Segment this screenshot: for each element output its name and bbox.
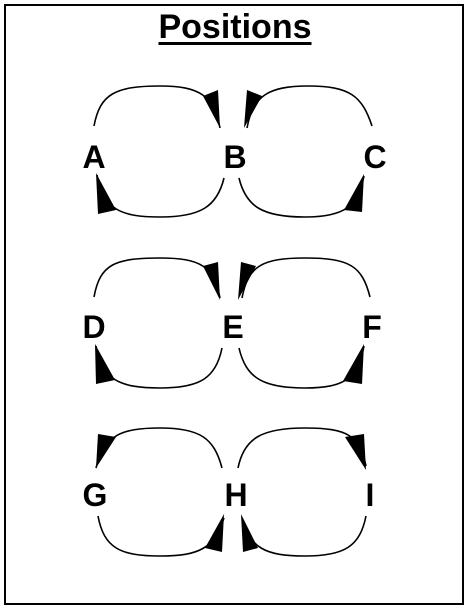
arrowhead-h-i-bottom (241, 514, 258, 552)
loop-a-b-bottom (96, 174, 225, 218)
arrowhead-g-h-bottom (205, 514, 224, 552)
position-label: I (366, 477, 375, 513)
position-label: D (82, 309, 105, 345)
position-label: C (363, 139, 386, 175)
arrowhead-a-b-top (203, 90, 220, 128)
loop-h-i-bottom (241, 515, 367, 557)
row-3: G H I (83, 427, 375, 557)
loop-b-c-bottom (238, 175, 365, 218)
arrowhead-d-bottom (95, 344, 115, 384)
loop-h-i-top (237, 427, 367, 469)
arrowhead-f-bottom (343, 344, 364, 384)
position-label: F (362, 309, 382, 345)
row-2: D E F (82, 257, 382, 389)
loop-b-c-top (246, 85, 373, 129)
arrowhead-c-bottom (344, 174, 364, 212)
arrowhead-b-c-top (244, 90, 262, 128)
arrowhead-i-top (345, 434, 366, 470)
position-label: B (223, 139, 246, 175)
diagram-frame (4, 4, 464, 605)
arrowhead-g-top (96, 434, 116, 468)
position-label: G (83, 477, 108, 513)
arrowhead-d-e-top (203, 262, 220, 300)
loop-d-e-top (93, 257, 221, 299)
row-1: A B C (82, 85, 387, 218)
page-title: Positions (158, 8, 312, 46)
loop-g-h-top (95, 427, 223, 469)
position-label: H (224, 477, 247, 513)
loop-a-b-top (93, 85, 221, 129)
loop-e-f-bottom (238, 345, 365, 389)
arrowhead-a-bottom (96, 173, 116, 214)
loop-d-e-bottom (95, 345, 223, 389)
position-label: A (82, 139, 105, 175)
loop-e-f-top (241, 257, 371, 299)
loop-g-h-bottom (97, 515, 225, 557)
position-label: E (222, 309, 243, 345)
arrowhead-e-f-top (238, 262, 256, 300)
